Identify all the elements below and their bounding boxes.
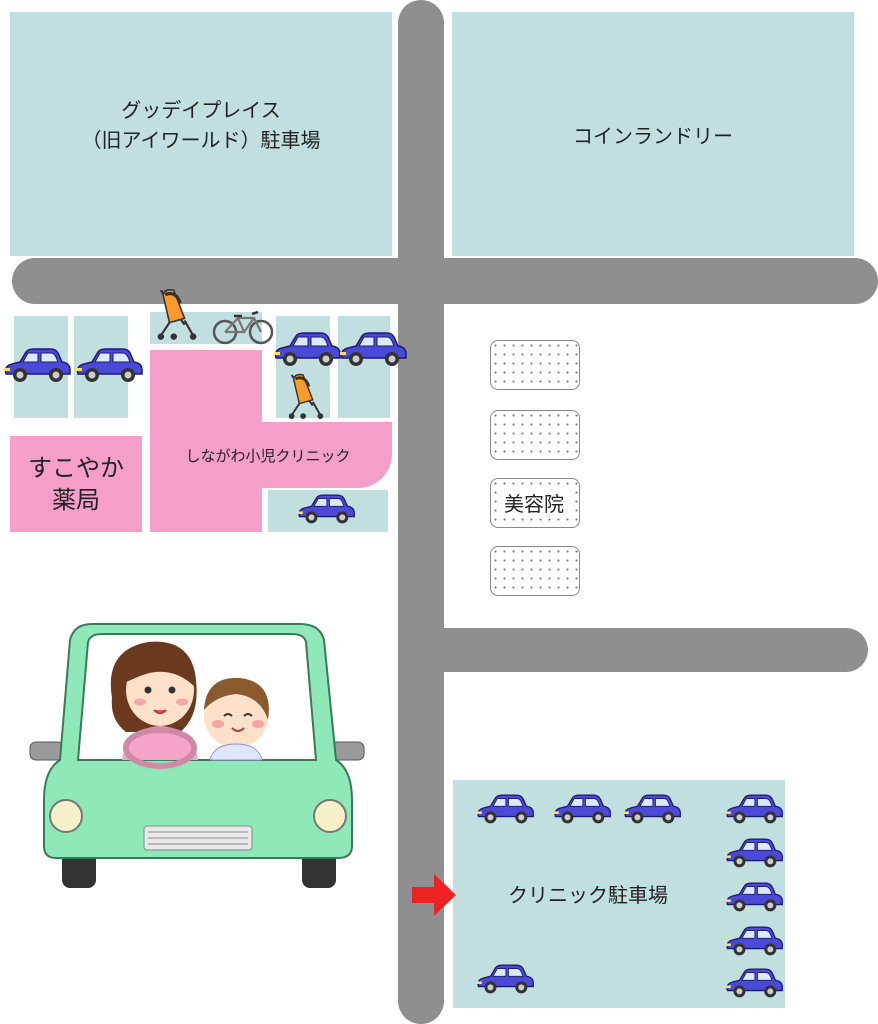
- coin-laundry-block: [452, 12, 854, 256]
- pharmacy-block: [10, 436, 142, 532]
- car-icon: [75, 348, 143, 383]
- bicycle-icon: [212, 310, 274, 345]
- road-vertical: [398, 0, 444, 1024]
- beauty-salon-label: 美容院: [498, 488, 570, 516]
- clinic-parking-label: クリニック駐車場: [508, 882, 668, 907]
- car-icon: [273, 332, 341, 367]
- car-icon: [297, 494, 355, 525]
- car-icon: [725, 794, 783, 825]
- car-icon: [725, 926, 783, 957]
- north-west-parking-label: グッデイプレイス （旧アイワールド）駐車場: [81, 98, 321, 152]
- car-icon: [725, 968, 783, 999]
- car-icon: [553, 794, 611, 825]
- car-icon: [725, 882, 783, 913]
- car-icon: [339, 332, 407, 367]
- stroller-icon: [287, 373, 325, 421]
- pharmacy-label: すこやか 薬局: [28, 454, 124, 514]
- coin-laundry-label: コインランドリー: [573, 123, 733, 148]
- car-icon: [476, 794, 534, 825]
- arrow-right-icon: [412, 874, 456, 916]
- north-west-parking-block: [10, 12, 392, 256]
- clinic-block-horizontal: [150, 422, 392, 488]
- building-dotted: [490, 410, 580, 460]
- car-icon: [476, 964, 534, 995]
- road-horizontal-east: [420, 628, 868, 672]
- building-dotted: [490, 546, 580, 596]
- car-icon: [623, 794, 681, 825]
- road-horizontal-north: [12, 258, 878, 304]
- stroller-icon: [156, 288, 198, 342]
- clinic-label: しながわ小児クリニック: [185, 446, 351, 465]
- illustration-mother-child-car: [29, 623, 365, 888]
- car-icon: [725, 838, 783, 869]
- building-dotted: [490, 340, 580, 390]
- car-icon: [3, 348, 71, 383]
